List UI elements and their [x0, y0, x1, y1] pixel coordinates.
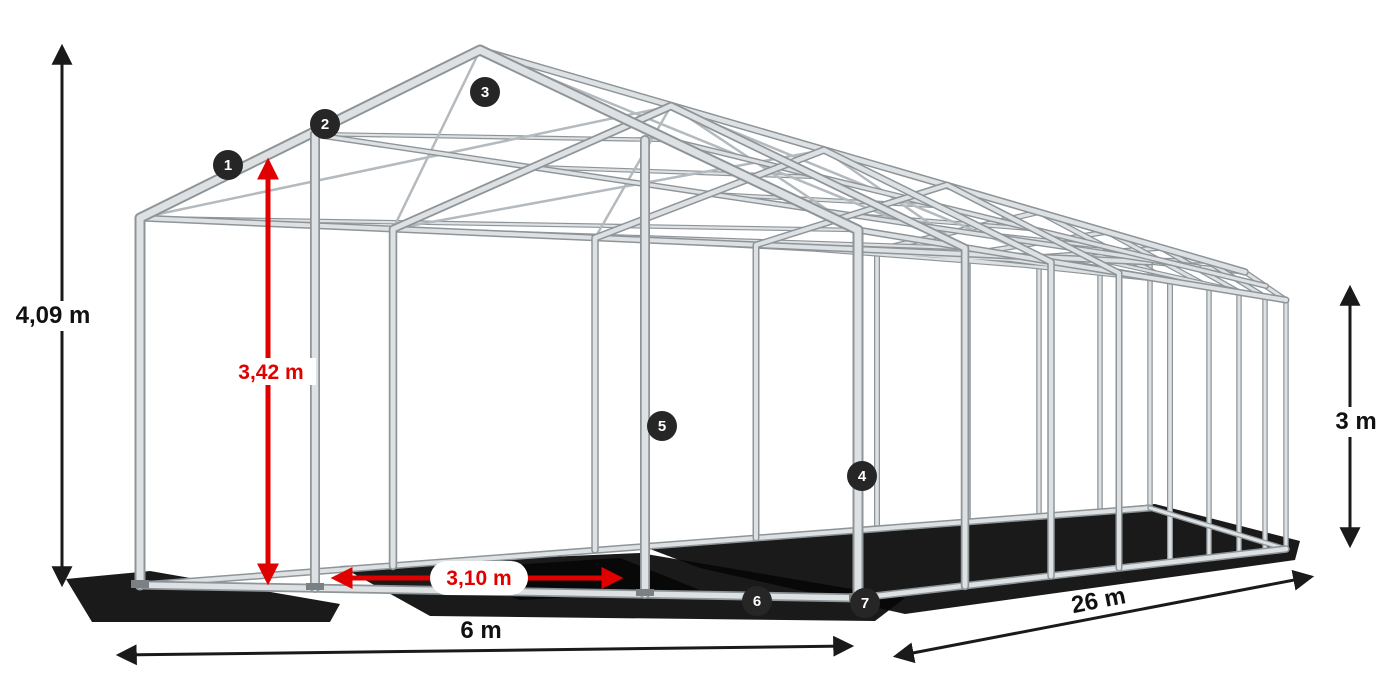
total-height-dimension: 4,09 m — [8, 43, 98, 588]
length-dimension: 26 m — [892, 569, 1315, 664]
hotspot-marker-1[interactable]: 1 — [213, 150, 243, 180]
clearance-height-dimension: 3,42 m — [226, 157, 316, 586]
truss-4 — [752, 181, 1123, 572]
hotspot-marker-4[interactable]: 4 — [847, 461, 877, 491]
width-label: 6 m — [460, 617, 501, 644]
door-posts — [310, 129, 650, 599]
hotspot-number: 4 — [858, 468, 867, 485]
truss-3 — [591, 146, 1055, 580]
width-dimension: 6 m — [115, 617, 855, 666]
hotspot-number: 2 — [321, 116, 329, 133]
hotspot-marker-6[interactable]: 6 — [742, 586, 772, 616]
side-height-dimension: 3 m — [1328, 284, 1384, 549]
total-height-label: 4,09 m — [16, 302, 91, 329]
door-width-dimension: 3,10 m — [330, 561, 624, 595]
hotspot-marker-3[interactable]: 3 — [470, 77, 500, 107]
clearance-height-label: 3,42 m — [238, 361, 303, 384]
side-height-label: 3 m — [1335, 408, 1376, 435]
hotspot-number: 3 — [481, 84, 489, 101]
collar-ties — [307, 131, 1108, 250]
eave-beam-right — [854, 226, 1290, 304]
steel-frame — [131, 44, 1290, 604]
door-width-label: 3,10 m — [446, 567, 511, 590]
hotspot-marker-7[interactable]: 7 — [850, 588, 880, 618]
roof-purlin-left — [307, 131, 1201, 270]
hotspot-number: 6 — [753, 593, 761, 610]
ground-rail-back — [1147, 505, 1289, 552]
hotspot-markers: 1 2 3 4 5 6 7 — [213, 77, 880, 618]
hotspot-number: 5 — [658, 418, 666, 435]
roof-purlin-right — [666, 137, 1269, 289]
dimension-annotations: 4,09 m 3,42 m 3,10 m 6 m 26 m 3 m — [8, 43, 1384, 666]
hotspot-marker-5[interactable]: 5 — [647, 411, 677, 441]
hotspot-marker-2[interactable]: 2 — [310, 109, 340, 139]
hotspot-number: 7 — [861, 595, 869, 612]
ridge-beam — [476, 46, 1249, 276]
hotspot-number: 1 — [224, 157, 232, 174]
truss-1-front-gable — [134, 44, 864, 604]
truss-2 — [388, 101, 970, 591]
